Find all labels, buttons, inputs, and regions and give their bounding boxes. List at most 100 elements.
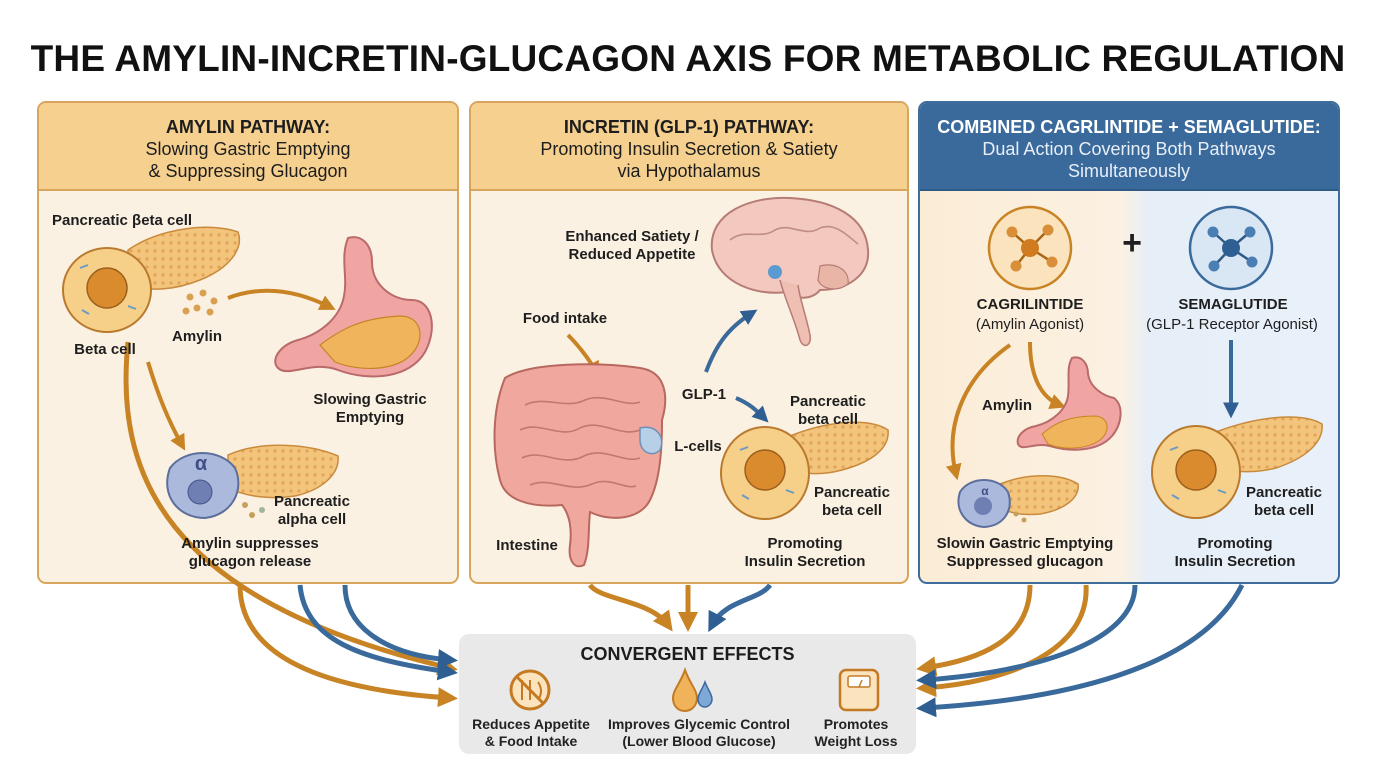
combined-panel-subtitle-line2: Simultaneously [1067, 161, 1191, 181]
intestine-icon [493, 363, 667, 568]
glp1-to-brain-arrow [704, 309, 758, 373]
label-plus: + [1122, 224, 1142, 262]
amylin-to-convergent-arrow-3 [297, 584, 458, 681]
label-food-intake: Food intake [522, 310, 608, 327]
semaglutide-molecule-icon [1188, 205, 1274, 291]
label-alpha-line2: alpha cell [277, 511, 347, 528]
amylin-to-stomach-arrow [227, 288, 336, 310]
effect-appetite-line1: Reduces Appetite [472, 716, 590, 732]
label-semaglutide-sub: (GLP-1 Receptor Agonist) [1146, 316, 1318, 333]
label-beta-top-line2: beta cell [797, 411, 859, 428]
combined-to-convergent-arrow-2 [916, 584, 1089, 698]
label-intestine: Intestine [496, 537, 558, 554]
label-gastric-line2: Emptying [335, 409, 405, 426]
label-pancreatic-beta-cell-title: Pancreatic βeta cell [52, 212, 193, 229]
combined-therapy-panel: COMBINED CAGRLINTIDE + SEMAGLUTIDE: Dual… [918, 101, 1340, 584]
label-insulin-line1: Promoting [767, 535, 843, 552]
effect-glycemic-line2: (Lower Blood Glucose) [622, 733, 776, 749]
amylin-panel-header: AMYLIN PATHWAY: Slowing Gastric Emptying… [39, 103, 457, 191]
label-pancreatic-beta-cell-combined: Pancreatic beta cell [1232, 484, 1336, 520]
cagri-to-stomach-arrow [1028, 341, 1066, 409]
combined-panel-title: COMBINED CAGRLINTIDE + SEMAGLUTIDE: [937, 117, 1321, 137]
amylin-panel-subtitle-line1: Slowing Gastric Emptying [145, 139, 351, 159]
effect-weight-line2: Weight Loss [814, 733, 898, 749]
label-beta-cell: Beta cell [74, 341, 136, 358]
label-alpha-line1: Pancreatic [274, 493, 350, 510]
combined-to-convergent-arrow-3 [916, 584, 1138, 690]
effect-glycemic: Improves Glycemic Control (Lower Blood G… [599, 716, 799, 750]
incretin-panel-title: INCRETIN (GLP-1) PATHWAY: [563, 117, 815, 137]
scale-icon [838, 668, 880, 712]
label-suppress-line1: Amylin suppresses [181, 535, 319, 552]
combined-panel-subtitle-line1: Dual Action Covering Both Pathways [982, 139, 1276, 159]
amylin-panel-title: AMYLIN PATHWAY: [165, 117, 331, 137]
beta-cell-icon [62, 247, 152, 333]
label-suppress-line2: glucagon release [188, 553, 312, 570]
combined-panel-header: COMBINED CAGRLINTIDE + SEMAGLUTIDE: Dual… [920, 103, 1338, 191]
brain-icon [710, 196, 870, 347]
effect-weight-line1: Promotes [823, 716, 889, 732]
page-title: THE AMYLIN-INCRETIN-GLUCAGON AXIS FOR ME… [30, 38, 1346, 79]
label-gastric-line1: Slowing Gastric [313, 391, 427, 408]
cagrilintide-molecule-icon [987, 205, 1073, 291]
label-slowing-gastric-emptying: Slowing Gastric Emptying [300, 391, 440, 427]
amylin-to-convergent-arrow-4 [342, 584, 458, 669]
incretin-panel-subtitle-line1: Promoting Insulin Secretion & Satiety [540, 139, 838, 159]
label-promoting-insulin-secretion: Promoting Insulin Secretion [730, 535, 880, 571]
label-beta-combined-line2: beta cell [1253, 502, 1315, 519]
pancreas-illustration [127, 226, 241, 290]
label-insulin-combined-line2: Insulin Secretion [1174, 553, 1296, 570]
label-alpha-symbol: α [194, 453, 208, 475]
label-pancreatic-beta-cell-incretin: Pancreatic beta cell [804, 484, 900, 520]
label-glp1: GLP-1 [681, 386, 727, 403]
pancreatic-beta-cell-icon-combined [1151, 416, 1323, 519]
label-semaglutide: SEMAGLUTIDE [1178, 296, 1288, 313]
label-amylin: Amylin [171, 328, 222, 345]
label-amylin-combined: Amylin [981, 397, 1032, 414]
label-beta-combined-line1: Pancreatic [1246, 484, 1322, 501]
effect-weight: Promotes Weight Loss [799, 716, 913, 750]
effect-glycemic-line1: Improves Glycemic Control [607, 716, 791, 732]
glp1-to-beta-arrow [735, 396, 769, 423]
label-insulin-combined-line1: Promoting [1197, 535, 1273, 552]
label-amylin-suppresses-glucagon: Amylin suppresses glucagon release [160, 535, 340, 571]
effect-appetite-line2: & Food Intake [484, 733, 578, 749]
stomach-icon [274, 236, 433, 378]
label-suppressed-glucagon: Suppressed glucagon [946, 553, 1104, 570]
label-enhanced-satiety: Enhanced Satiety / Reduced Appetite [548, 228, 716, 264]
label-pancreatic-alpha-cell: Pancreatic alpha cell [262, 493, 362, 529]
incretin-to-convergent-arrow-3 [708, 583, 773, 633]
beta-to-convergent-arrow-1 [123, 341, 458, 675]
label-beta-incretin-line2: beta cell [821, 502, 883, 519]
alpha-cell-icon [166, 444, 339, 520]
label-promoting-insulin-secretion-combined: Promoting Insulin Secretion [1160, 535, 1310, 571]
beta-to-alpha-arrow [146, 361, 186, 451]
effect-appetite: Reduces Appetite & Food Intake [461, 716, 601, 750]
convergent-effects-title: CONVERGENT EFFECTS [580, 644, 795, 664]
label-pancreatic-beta-cell-top: Pancreatic beta cell [778, 393, 878, 429]
combined-to-convergent-arrow-1 [916, 584, 1033, 677]
incretin-to-convergent-arrow-1 [587, 583, 673, 632]
incretin-panel-header: INCRETIN (GLP-1) PATHWAY: Promoting Insu… [471, 103, 907, 191]
label-beta-incretin-line1: Pancreatic [814, 484, 890, 501]
label-beta-top-line1: Pancreatic [790, 393, 866, 410]
label-satiety-line1: Enhanced Satiety / [565, 228, 699, 245]
label-cagrilintide-sub: (Amylin Agonist) [975, 316, 1085, 333]
amylin-panel-subtitle-line2: & Suppressing Glucagon [148, 161, 348, 181]
cagri-to-alpha-arrow [945, 343, 1012, 481]
amylin-granules-icon [182, 289, 218, 316]
label-satiety-line2: Reduced Appetite [568, 246, 696, 263]
blood-drop-icon [671, 667, 713, 713]
incretin-panel-subtitle-line2: via Hypothalamus [617, 161, 761, 181]
pancreatic-beta-cell-icon-incretin [720, 421, 889, 520]
label-alpha-symbol-combined: α [981, 484, 989, 498]
label-slowin-gastric-emptying: Slowin Gastric Emptying [936, 535, 1114, 552]
label-l-cells: L-cells [674, 438, 722, 455]
no-food-icon [509, 669, 551, 711]
alpha-cell-icon-combined [957, 475, 1079, 529]
stomach-icon-combined [1016, 356, 1122, 451]
amylin-to-convergent-arrow-2 [237, 584, 458, 708]
label-insulin-line2: Insulin Secretion [744, 553, 866, 570]
label-cagrilintide: CAGRILINTIDE [976, 296, 1084, 313]
